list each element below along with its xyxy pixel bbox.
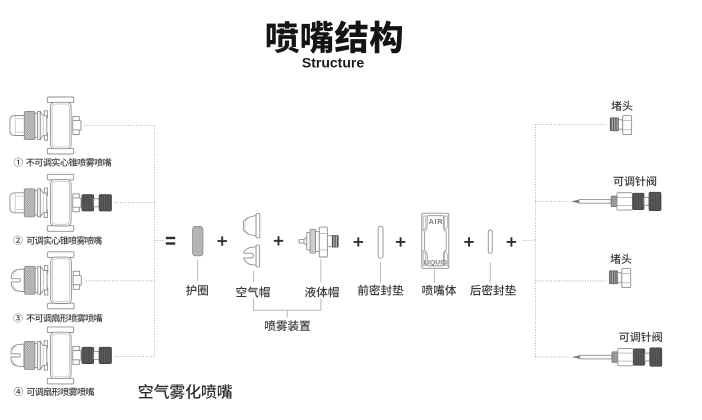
svg-text:AIR: AIR bbox=[429, 217, 444, 226]
svg-text:Structure: Structure bbox=[302, 55, 364, 71]
svg-text:LIQUID: LIQUID bbox=[424, 259, 448, 266]
